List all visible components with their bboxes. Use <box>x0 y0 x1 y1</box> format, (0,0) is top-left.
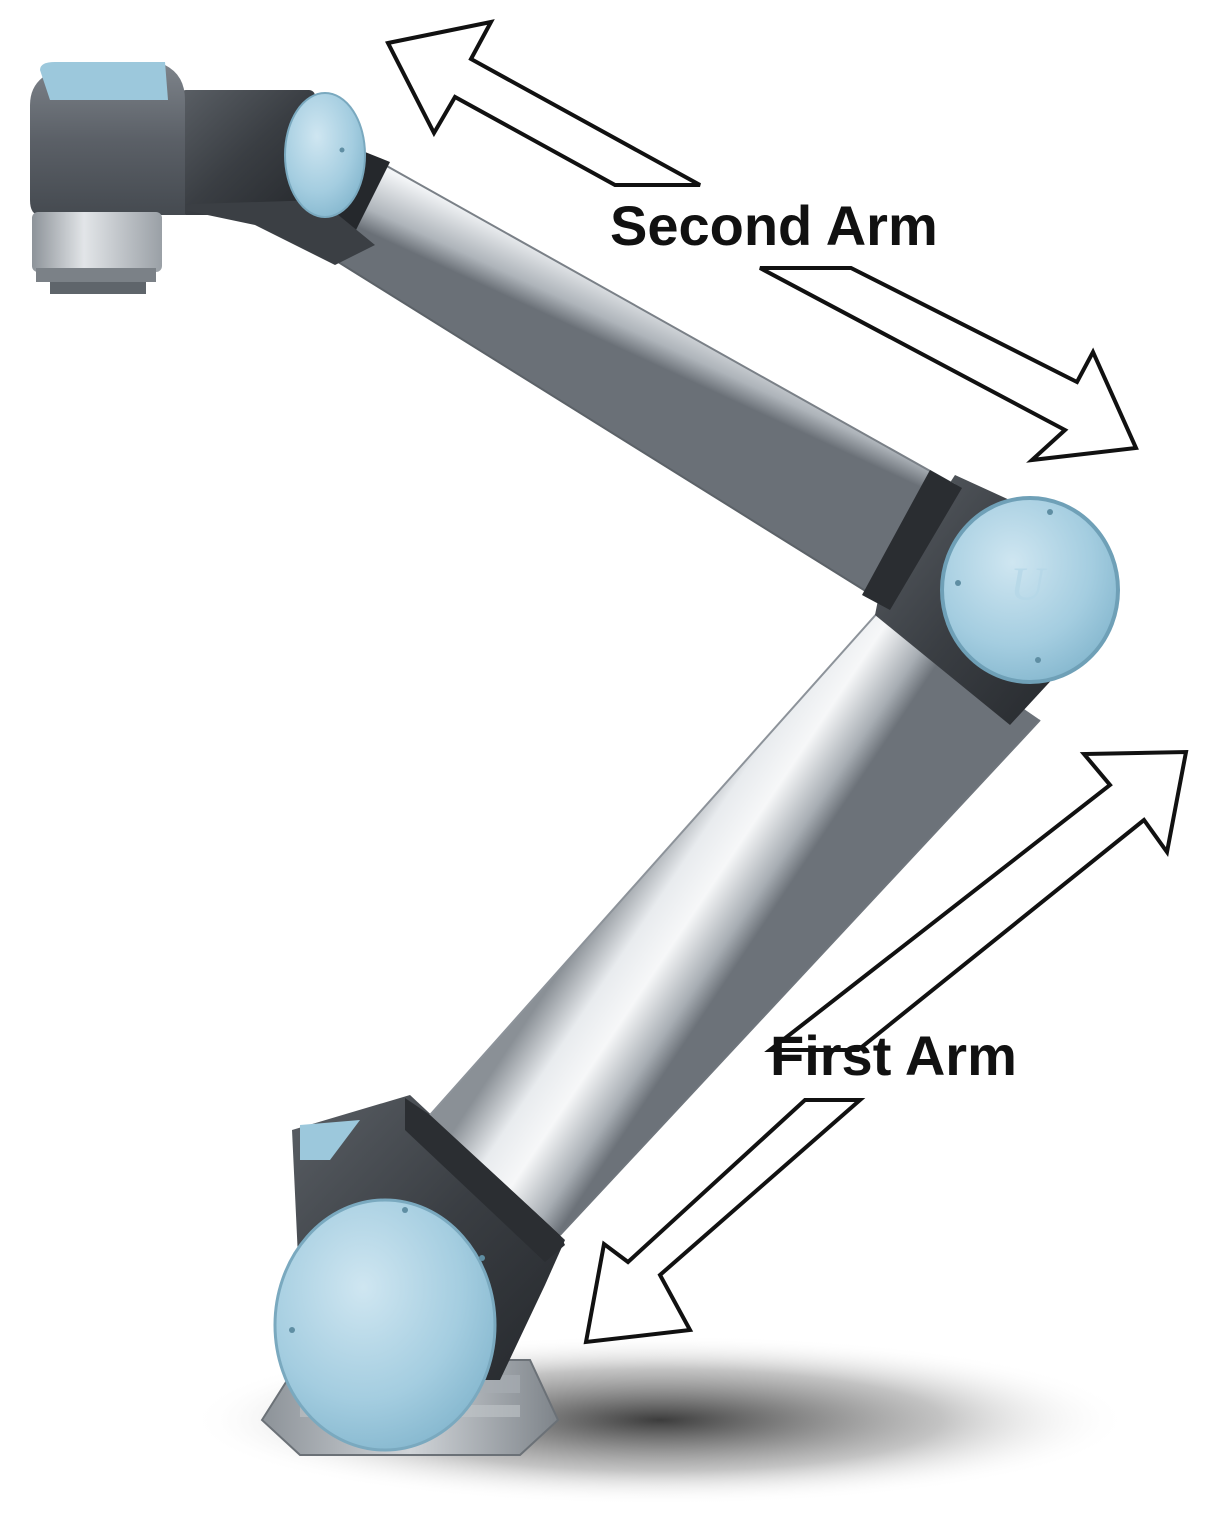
first-arm-label: First Arm <box>770 1024 1017 1087</box>
shoulder-cap <box>273 1198 497 1452</box>
first-arm-link <box>405 609 1041 1262</box>
first-arm-arrow <box>583 749 1189 1345</box>
elbow-cap: U <box>940 496 1120 684</box>
wrist-assembly <box>30 62 375 294</box>
logo-mark: U <box>1010 558 1048 611</box>
second-arm-arrow <box>385 19 1139 463</box>
second-arm-label: Second Arm <box>610 194 938 257</box>
